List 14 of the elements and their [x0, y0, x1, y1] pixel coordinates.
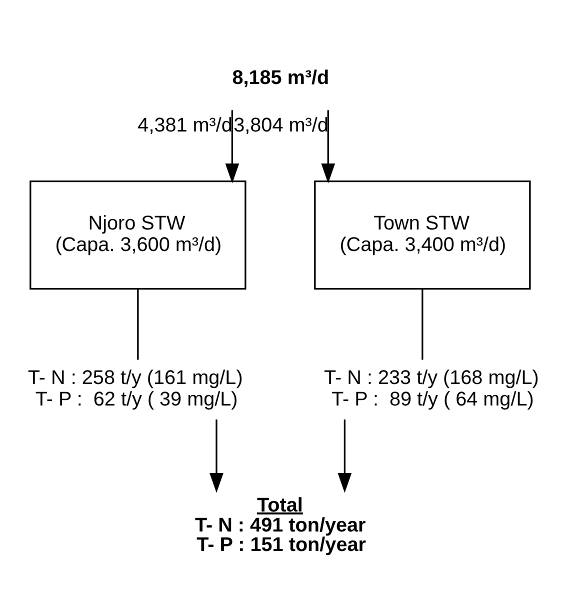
connector	[422, 289, 424, 360]
node-box: Njoro STW (Capa. 3,600 m³/d)	[30, 180, 246, 290]
edge-label: 3,804 m³/d	[234, 114, 328, 137]
node-text: T- N : 233 t/y (168 mg/L) T- P : 89 t/y ( 64 mg/L)	[324, 367, 539, 411]
connector	[137, 289, 139, 360]
arrow	[321, 110, 336, 184]
node-box: Town STW (Capa. 3,400 m³/d)	[314, 180, 531, 290]
node-text: Total T- N : 491 ton/year T- P : 151 ton/year	[194, 494, 366, 556]
edge-label: 4,381 m³/d	[138, 114, 232, 137]
node-text: T- N : 258 t/y (161 mg/L) T- P : 62 t/y ( 39 mg/L)	[28, 367, 243, 411]
arrow	[225, 110, 240, 184]
node-text: 8,185 m³/d	[232, 66, 330, 89]
arrow	[210, 420, 224, 493]
arrow	[338, 420, 352, 493]
